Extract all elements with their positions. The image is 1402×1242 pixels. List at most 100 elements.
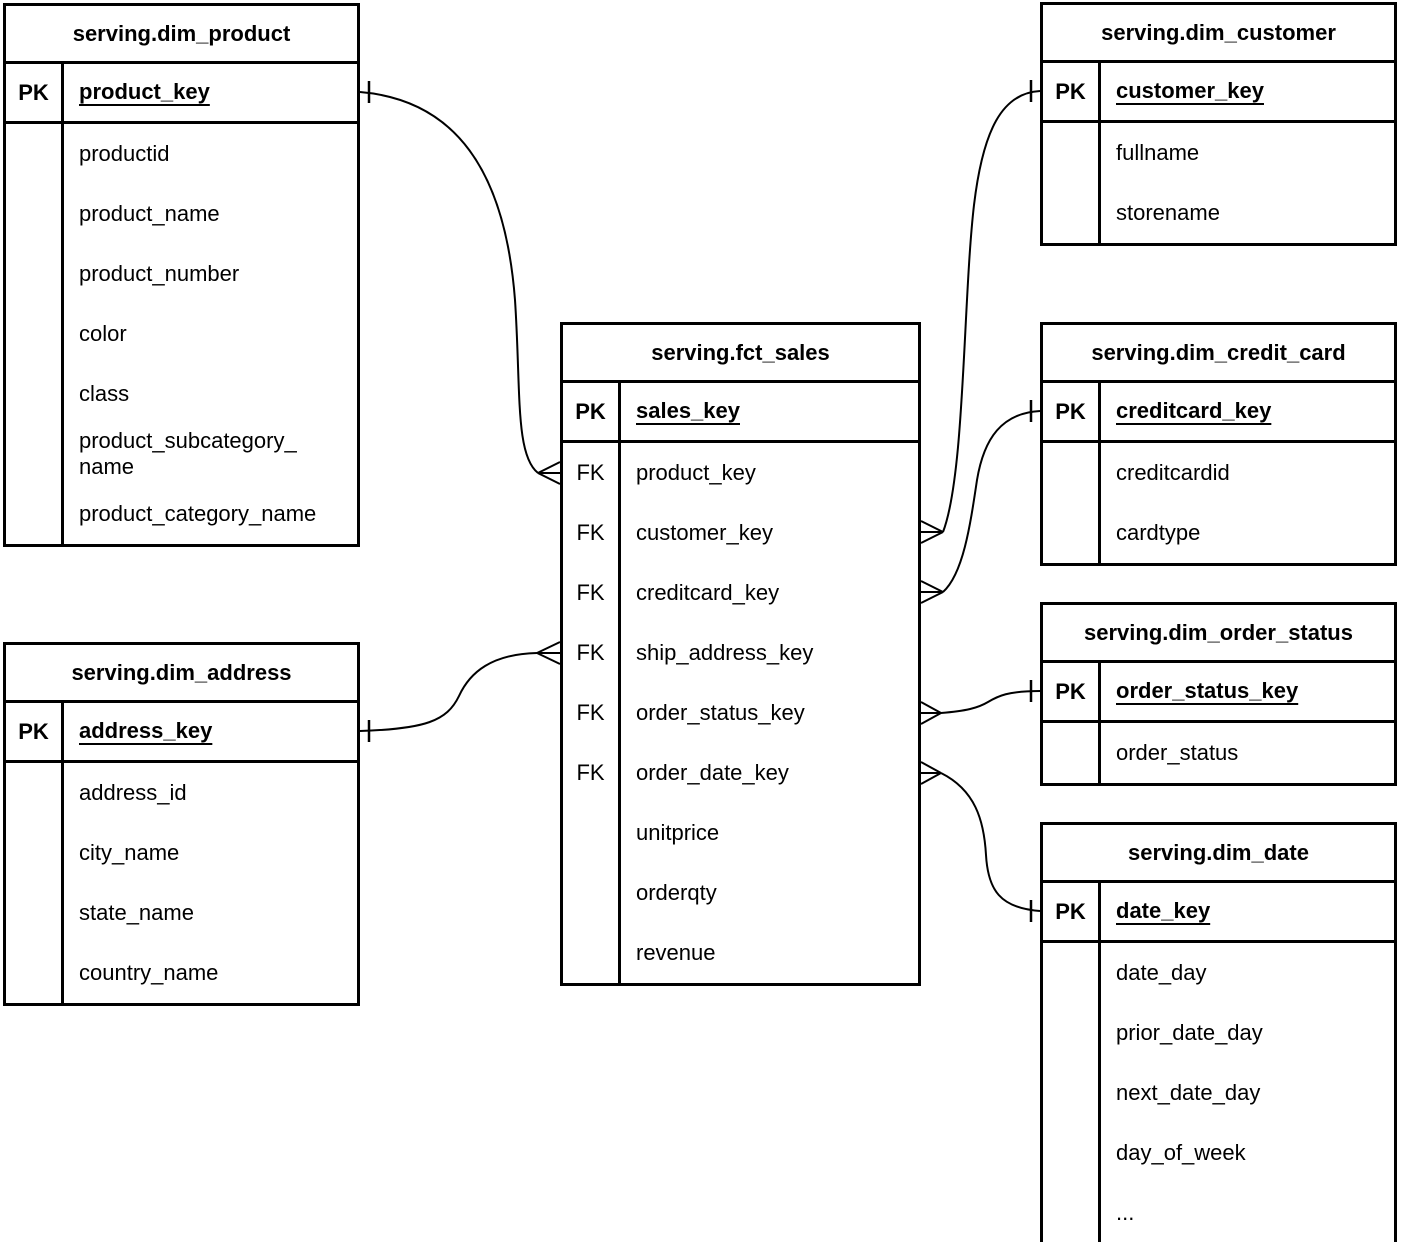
row-tag <box>1043 1123 1101 1183</box>
row-tag <box>1043 1063 1101 1123</box>
table-row: order_status <box>1043 723 1394 783</box>
table-row: unitprice <box>563 803 918 863</box>
row-tag <box>6 763 64 823</box>
edge-line <box>359 91 539 474</box>
table-row: address_id <box>6 763 357 823</box>
field-name: order_status <box>1116 739 1239 765</box>
field-name: productid <box>79 140 170 166</box>
crow-foot-many-icon <box>920 580 944 604</box>
table-row: fullname <box>1043 123 1394 183</box>
table-title: serving.dim_credit_card <box>1043 325 1394 383</box>
field-name: date_day <box>1116 959 1207 985</box>
fk-tag: FK <box>563 563 621 623</box>
field-name: orderqty <box>636 879 717 905</box>
table-row: storename <box>1043 183 1394 243</box>
row-tag <box>563 803 621 863</box>
table-dim-credit-card: serving.dim_credit_card PK creditcard_ke… <box>1040 322 1397 566</box>
field-name: revenue <box>636 939 716 965</box>
table-dim-product: serving.dim_product PK product_key produ… <box>3 3 360 547</box>
row-tag <box>6 184 64 244</box>
crow-foot-many-icon <box>920 701 942 725</box>
pk-tag: PK <box>6 703 64 760</box>
row-tag <box>6 304 64 364</box>
pk-tag: PK <box>1043 663 1101 720</box>
row-tag <box>1043 1183 1101 1242</box>
fk-tag: FK <box>563 743 621 803</box>
table-row: cardtype <box>1043 503 1394 563</box>
pk-row: PK sales_key <box>563 383 918 443</box>
table-row: revenue <box>563 923 918 983</box>
edge-line <box>942 410 1041 593</box>
field-name: next_date_day <box>1116 1079 1261 1105</box>
row-tag <box>1043 723 1101 783</box>
row-tag <box>1043 1003 1101 1063</box>
edge-line <box>940 690 1041 714</box>
table-row: country_name <box>6 943 357 1003</box>
relationship-product-sales <box>359 81 561 485</box>
field-name: creditcardid <box>1116 459 1230 485</box>
table-dim-date: serving.dim_date PK date_key date_day pr… <box>1040 822 1397 1242</box>
table-dim-address: serving.dim_address PK address_key addre… <box>3 642 360 1006</box>
table-row: date_day <box>1043 943 1394 1003</box>
field-name: product_category_name <box>79 500 317 526</box>
row-tag <box>6 823 64 883</box>
row-tag <box>6 484 64 544</box>
table-dim-customer: serving.dim_customer PK customer_key ful… <box>1040 2 1397 246</box>
pk-row: PK order_status_key <box>1043 663 1394 723</box>
crow-foot-many-icon <box>920 520 944 544</box>
table-title: serving.dim_order_status <box>1043 605 1394 663</box>
field-name: country_name <box>79 959 219 985</box>
pk-field-name: order_status_key <box>1116 678 1299 704</box>
pk-tag: PK <box>6 64 64 121</box>
row-tag <box>6 883 64 943</box>
field-name: city_name <box>79 839 180 865</box>
table-row: FK customer_key <box>563 503 918 563</box>
fk-tag: FK <box>563 503 621 563</box>
pk-row: PK date_key <box>1043 883 1394 943</box>
row-tag <box>1043 123 1101 183</box>
field-name: fullname <box>1116 139 1200 165</box>
table-row: product_category_name <box>6 484 357 544</box>
field-name: state_name <box>79 899 194 925</box>
pk-field-name: date_key <box>1116 898 1211 924</box>
table-row: city_name <box>6 823 357 883</box>
table-row: color <box>6 304 357 364</box>
table-row: creditcardid <box>1043 443 1394 503</box>
field-name: cardtype <box>1116 519 1201 545</box>
edge-line <box>359 652 538 732</box>
pk-row: PK creditcard_key <box>1043 383 1394 443</box>
row-tag <box>563 923 621 983</box>
field-name: customer_key <box>636 519 773 545</box>
crow-foot-many-icon <box>920 761 942 785</box>
row-tag <box>6 424 64 484</box>
relationship-date-sales <box>920 761 1041 922</box>
table-row: class <box>6 364 357 424</box>
field-name: product_name <box>79 200 220 226</box>
table-title: serving.fct_sales <box>563 325 918 383</box>
table-title: serving.dim_product <box>6 6 357 64</box>
row-tag <box>1043 503 1101 563</box>
relationship-orderstatus-sales <box>920 680 1041 725</box>
field-name: order_date_key <box>636 759 789 785</box>
field-name: day_of_week <box>1116 1139 1246 1165</box>
pk-row: PK customer_key <box>1043 63 1394 123</box>
pk-row: PK address_key <box>6 703 357 763</box>
fk-tag: FK <box>563 623 621 683</box>
field-name: product_subcategory_ name <box>79 427 297 479</box>
row-tag <box>6 124 64 184</box>
table-title: serving.dim_date <box>1043 825 1394 883</box>
field-name: storename <box>1116 199 1220 225</box>
edge-line <box>940 772 1041 912</box>
row-tag <box>563 863 621 923</box>
field-name: prior_date_day <box>1116 1019 1263 1045</box>
pk-tag: PK <box>563 383 621 440</box>
table-row: FK order_date_key <box>563 743 918 803</box>
field-name: ... <box>1116 1199 1135 1225</box>
pk-tag: PK <box>1043 63 1101 120</box>
row-tag <box>6 364 64 424</box>
